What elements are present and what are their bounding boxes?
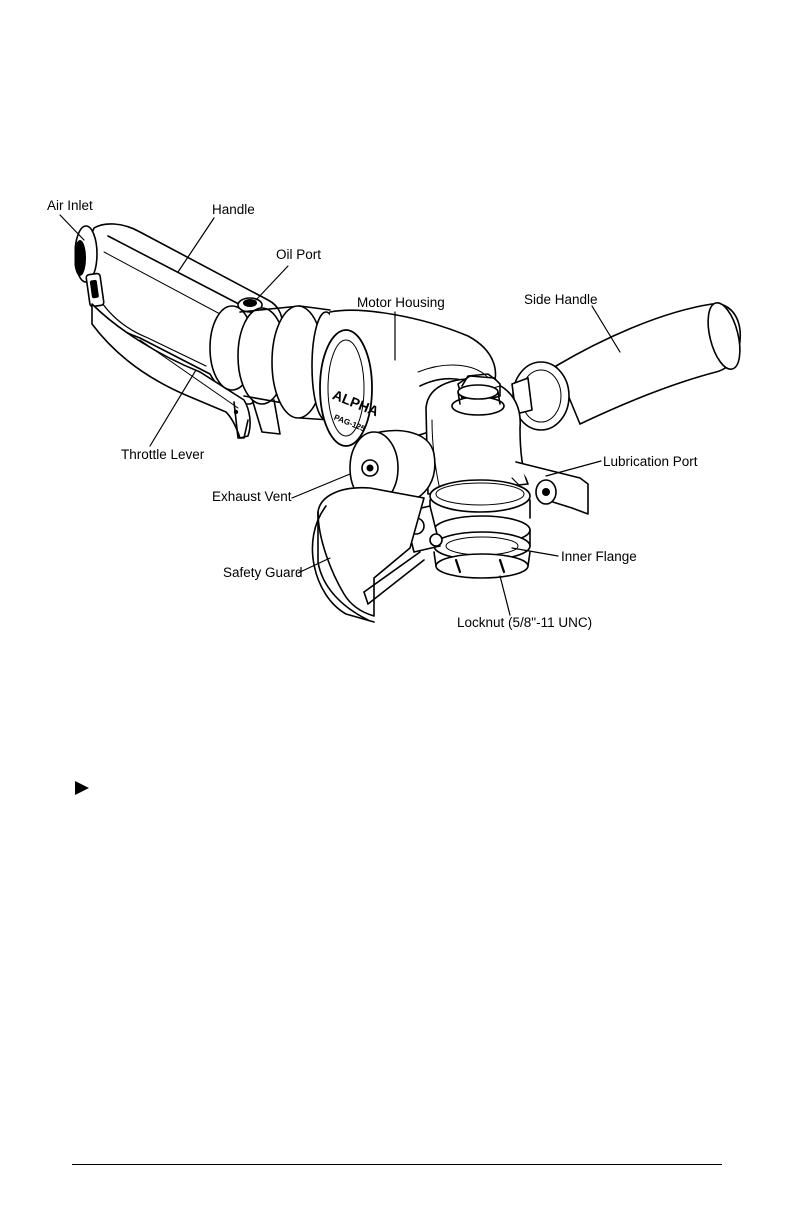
label-lubrication-port: Lubrication Port	[603, 454, 698, 470]
triangle-right-icon	[75, 781, 89, 795]
label-motor-housing: Motor Housing	[357, 295, 445, 311]
label-handle: Handle	[212, 202, 255, 218]
leader-locknut	[500, 576, 510, 615]
leader-air-inlet	[60, 215, 84, 240]
safety-guard-shape	[312, 488, 424, 622]
label-locknut: Locknut (5/8"-11 UNC)	[457, 615, 592, 631]
label-side-handle: Side Handle	[524, 292, 598, 308]
label-inner-flange: Inner Flange	[561, 549, 637, 565]
leader-oil-port	[256, 266, 288, 300]
label-exhaust-vent: Exhaust Vent	[212, 489, 292, 505]
label-oil-port: Oil Port	[276, 247, 321, 263]
leader-lubrication-port	[546, 461, 601, 476]
label-throttle-lever: Throttle Lever	[121, 447, 204, 463]
footer-divider	[72, 1164, 722, 1165]
label-air-inlet: Air Inlet	[47, 198, 93, 214]
spindle-assembly	[404, 480, 530, 578]
label-safety-guard: Safety Guard	[223, 565, 303, 581]
side-handle-shape	[512, 300, 746, 430]
